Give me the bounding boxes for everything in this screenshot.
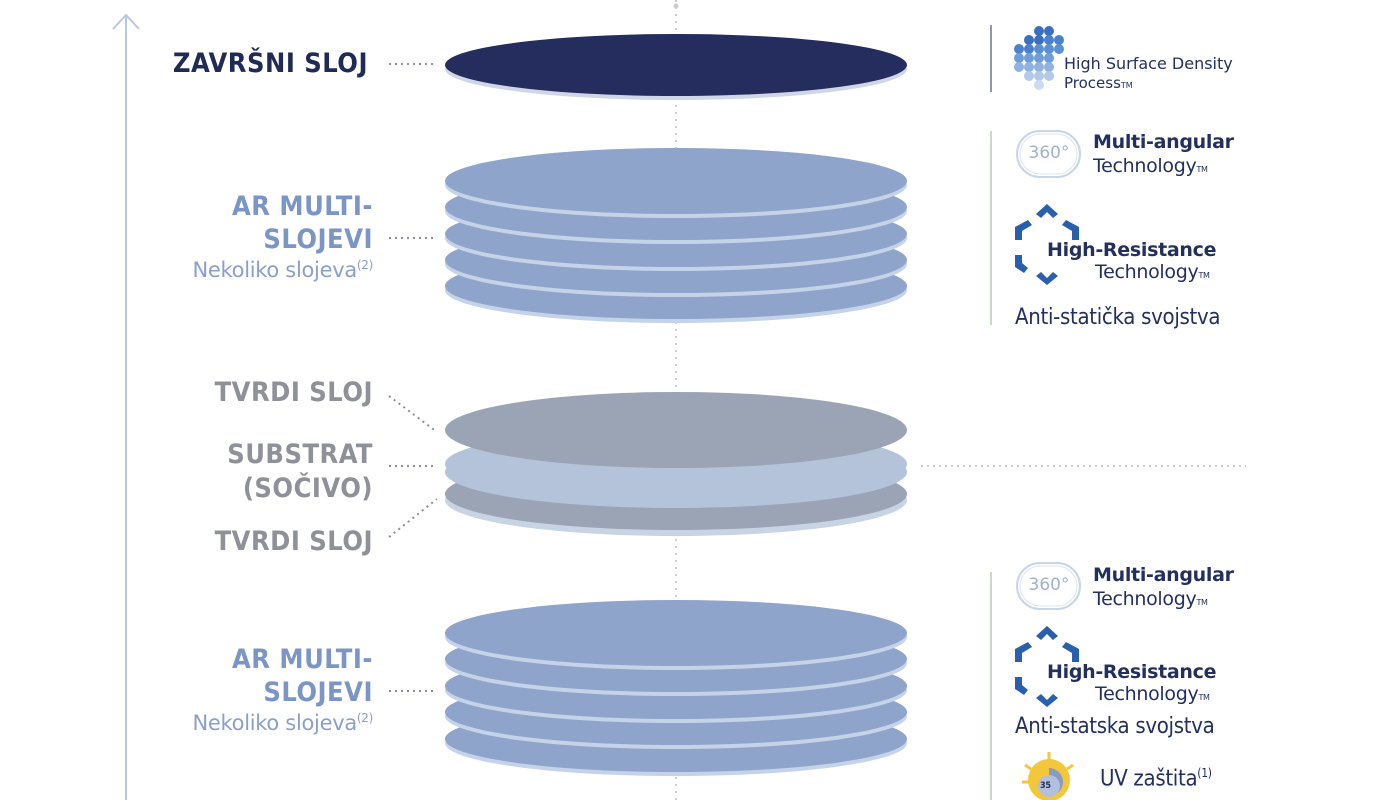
uv-badge-number: 35 bbox=[1040, 781, 1051, 791]
feature-uv-protection: UV zaštita(1) bbox=[1100, 766, 1212, 792]
label-ar-top-line1: AR MULTI- bbox=[231, 191, 373, 222]
multi-angular-icon-bottom bbox=[1016, 562, 1081, 610]
multi-angular-top-title: Multi-angular bbox=[1093, 131, 1234, 153]
label-ar-bottom-sub: Nekoliko slojeva(2) bbox=[192, 711, 374, 735]
multi-angular-bottom-title: Multi-angular bbox=[1093, 564, 1234, 586]
high-resistance-icon-bottom bbox=[1015, 626, 1079, 707]
multi-angular-icon-top bbox=[1016, 130, 1081, 178]
multi-angular-top-sub: TechnologyTM bbox=[1093, 155, 1208, 177]
label-substrate-line2: (SOČIVO) bbox=[242, 473, 373, 504]
ar-stack-top bbox=[445, 148, 907, 323]
label-substrate-line1: SUBSTRAT bbox=[227, 439, 373, 470]
label-ar-bottom-line1: AR MULTI- bbox=[231, 644, 373, 675]
high-resistance-top-sub: TechnologyTM bbox=[1095, 261, 1210, 283]
ar-stack-bottom bbox=[445, 600, 907, 776]
multi-angular-icon-top-text: 360° bbox=[1028, 143, 1070, 163]
feature-anti-static-bottom: Anti-statska svojstva bbox=[1015, 714, 1215, 739]
top-coat-disc bbox=[445, 34, 907, 100]
feature-anti-static-top: Anti-statička svojstva bbox=[1015, 305, 1221, 330]
hsd-dots-icon bbox=[1014, 26, 1064, 90]
multi-angular-bottom-sub: TechnologyTM bbox=[1093, 588, 1208, 610]
vertical-axis-arrow bbox=[112, 13, 140, 800]
hsd-logo-sub: ProcessTM bbox=[1064, 74, 1133, 92]
substrate-stack bbox=[445, 392, 907, 536]
high-resistance-bottom-title: High-Resistance bbox=[1047, 661, 1217, 683]
label-ar-top-line2: SLOJEVI bbox=[263, 224, 373, 255]
leader-lines bbox=[388, 63, 1246, 692]
label-top-coat: ZAVRŠNI SLOJ bbox=[172, 48, 368, 79]
label-hard-coat-top: TVRDI SLOJ bbox=[214, 377, 373, 408]
label-ar-top-sub: Nekoliko slojeva(2) bbox=[192, 258, 374, 282]
label-ar-bottom-line2: SLOJEVI bbox=[263, 677, 373, 708]
high-resistance-bottom-sub: TechnologyTM bbox=[1095, 683, 1210, 705]
hsd-logo-title: High Surface Density bbox=[1064, 54, 1233, 73]
uv-sun-icon bbox=[1022, 752, 1074, 800]
high-resistance-icon-top bbox=[1015, 204, 1079, 285]
multi-angular-icon-bottom-text: 360° bbox=[1028, 575, 1070, 595]
label-hard-coat-bottom: TVRDI SLOJ bbox=[214, 526, 373, 557]
high-resistance-top-title: High-Resistance bbox=[1047, 239, 1217, 261]
